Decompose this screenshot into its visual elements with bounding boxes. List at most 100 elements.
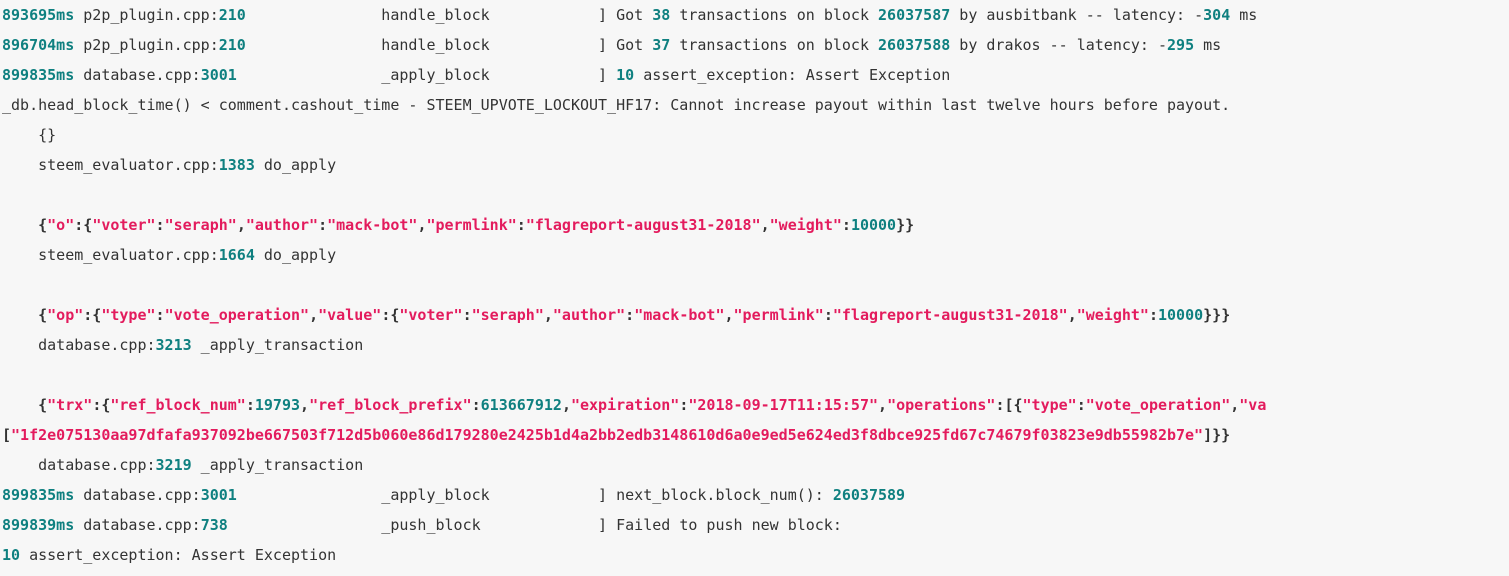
log-token-num: 3001 bbox=[200, 486, 237, 504]
log-token-punct: }} bbox=[896, 216, 915, 234]
log-token-str: "flagreport-august31-2018" bbox=[832, 306, 1068, 324]
log-token-time: 896704ms bbox=[2, 36, 75, 54]
log-token-text: steem_evaluator.cpp: bbox=[2, 246, 219, 264]
log-token-punct: , bbox=[1067, 306, 1077, 324]
log-token-punct: : bbox=[1076, 396, 1086, 414]
log-token-text: assert_exception: Assert Exception bbox=[20, 546, 337, 564]
log-token-punct: , bbox=[236, 216, 246, 234]
log-token-str: "voter" bbox=[399, 306, 463, 324]
log-token-punct: :[{ bbox=[995, 396, 1023, 414]
log-token-num: 210 bbox=[218, 36, 246, 54]
log-token-num: 1664 bbox=[218, 246, 255, 264]
log-token-punct: : bbox=[823, 306, 833, 324]
log-token-str: "ref_block_prefix" bbox=[309, 396, 472, 414]
log-token-punct: : bbox=[679, 396, 689, 414]
log-token-punct: : bbox=[516, 216, 526, 234]
log-line: 896704ms p2p_plugin.cpp:210 handle_block… bbox=[0, 30, 1509, 60]
log-token-text: assert_exception: Assert Exception bbox=[634, 66, 951, 84]
log-token-text: _apply_block ] bbox=[236, 66, 617, 84]
log-token-str: "ref_block_num" bbox=[110, 396, 246, 414]
log-token-num: 738 bbox=[200, 516, 228, 534]
log-token-num: 26037589 bbox=[832, 486, 906, 504]
log-line: {"trx":{"ref_block_num":19793,"ref_block… bbox=[0, 390, 1509, 420]
log-token-time: 899835ms bbox=[2, 486, 75, 504]
log-token-str: "o" bbox=[47, 216, 75, 234]
log-token-punct: , bbox=[543, 306, 553, 324]
log-token-punct: :{ bbox=[83, 306, 102, 324]
log-token-text: handle_block ] Got bbox=[245, 6, 653, 24]
log-token-text: by drakos -- latency: - bbox=[950, 36, 1168, 54]
log-token-punct: ]}} bbox=[1203, 426, 1231, 444]
log-token-num: 26037587 bbox=[878, 6, 951, 24]
log-token-text: database.cpp: bbox=[2, 336, 156, 354]
log-token-str: "author" bbox=[552, 306, 626, 324]
log-token-punct: , bbox=[561, 396, 571, 414]
log-token-num: 3219 bbox=[155, 456, 192, 474]
log-token-text: handle_block ] Got bbox=[245, 36, 653, 54]
log-line: database.cpp:3219 _apply_transaction bbox=[0, 450, 1509, 480]
log-token-punct: , bbox=[309, 306, 319, 324]
log-token-text: p2p_plugin.cpp: bbox=[74, 36, 219, 54]
log-token-time: 893695ms bbox=[2, 6, 75, 24]
log-token-punct: , bbox=[878, 396, 888, 414]
log-token-num: 3001 bbox=[200, 66, 237, 84]
log-line bbox=[0, 360, 1509, 390]
log-token-str: "vote_operation" bbox=[1085, 396, 1231, 414]
log-token-num: 10000 bbox=[850, 216, 897, 234]
log-token-text: do_apply bbox=[254, 246, 337, 264]
log-token-time: 899835ms bbox=[2, 66, 75, 84]
log-token-str: "mack-bot" bbox=[634, 306, 725, 324]
log-line: {"o":{"voter":"seraph","author":"mack-bo… bbox=[0, 210, 1509, 240]
log-token-text: {} bbox=[2, 126, 57, 144]
log-token-text: transactions on block bbox=[670, 6, 879, 24]
log-token-punct: { bbox=[2, 216, 48, 234]
log-token-punct: : bbox=[155, 306, 165, 324]
log-token-str: "type" bbox=[101, 306, 156, 324]
log-token-punct: : bbox=[625, 306, 635, 324]
log-line: steem_evaluator.cpp:1664 do_apply bbox=[0, 240, 1509, 270]
log-line: 10 assert_exception: Assert Exception bbox=[0, 540, 1509, 570]
log-token-text: _db.head_block_time() < comment.cashout_… bbox=[2, 96, 1231, 114]
log-token-text: _push_block ] Failed to push new block: bbox=[227, 516, 842, 534]
log-token-str: "weight" bbox=[1076, 306, 1149, 324]
log-line: _db.head_block_time() < comment.cashout_… bbox=[0, 90, 1509, 120]
log-token-str: "2018-09-17T11:15:57" bbox=[688, 396, 879, 414]
log-token-punct: : bbox=[155, 216, 165, 234]
log-token-text: steem_evaluator.cpp: bbox=[2, 156, 219, 174]
log-token-punct: [ bbox=[2, 426, 12, 444]
log-token-text: database.cpp: bbox=[2, 456, 156, 474]
log-token-num: 38 bbox=[652, 6, 671, 24]
log-token-num: 304 bbox=[1203, 6, 1231, 24]
log-token-num: 10 bbox=[616, 66, 635, 84]
log-token-text: ms bbox=[1194, 36, 1222, 54]
log-token-punct: , bbox=[417, 216, 427, 234]
log-token-punct: : bbox=[471, 396, 481, 414]
log-line: ["1f2e075130aa97dfafa937092be667503f712d… bbox=[0, 420, 1509, 450]
log-token-punct: : bbox=[318, 216, 328, 234]
log-token-str: "seraph" bbox=[471, 306, 544, 324]
log-token-str: "vote_operation" bbox=[164, 306, 310, 324]
log-line: 899835ms database.cpp:3001 _apply_block … bbox=[0, 60, 1509, 90]
log-token-punct: :{ bbox=[92, 396, 111, 414]
log-token-text: _apply_block ] next_block.block_num(): bbox=[236, 486, 833, 504]
log-token-num: 1383 bbox=[218, 156, 255, 174]
log-token-num: 3213 bbox=[155, 336, 192, 354]
log-token-str: "voter" bbox=[92, 216, 156, 234]
log-line bbox=[0, 180, 1509, 210]
log-token-num: 19793 bbox=[254, 396, 301, 414]
log-line: 899835ms database.cpp:3001 _apply_block … bbox=[0, 480, 1509, 510]
log-token-text: transactions on block bbox=[670, 36, 879, 54]
log-token-punct: , bbox=[760, 216, 770, 234]
log-token-text: p2p_plugin.cpp: bbox=[74, 6, 219, 24]
log-token-str: "type" bbox=[1022, 396, 1077, 414]
log-token-num: 37 bbox=[652, 36, 671, 54]
log-token-num: 26037588 bbox=[878, 36, 951, 54]
log-token-num: 295 bbox=[1167, 36, 1195, 54]
log-token-punct: , bbox=[1230, 396, 1240, 414]
log-token-punct: , bbox=[300, 396, 310, 414]
log-token-str: "expiration" bbox=[570, 396, 680, 414]
log-line: 893695ms p2p_plugin.cpp:210 handle_block… bbox=[0, 0, 1509, 30]
log-token-punct: { bbox=[2, 396, 48, 414]
log-line: steem_evaluator.cpp:1383 do_apply bbox=[0, 150, 1509, 180]
